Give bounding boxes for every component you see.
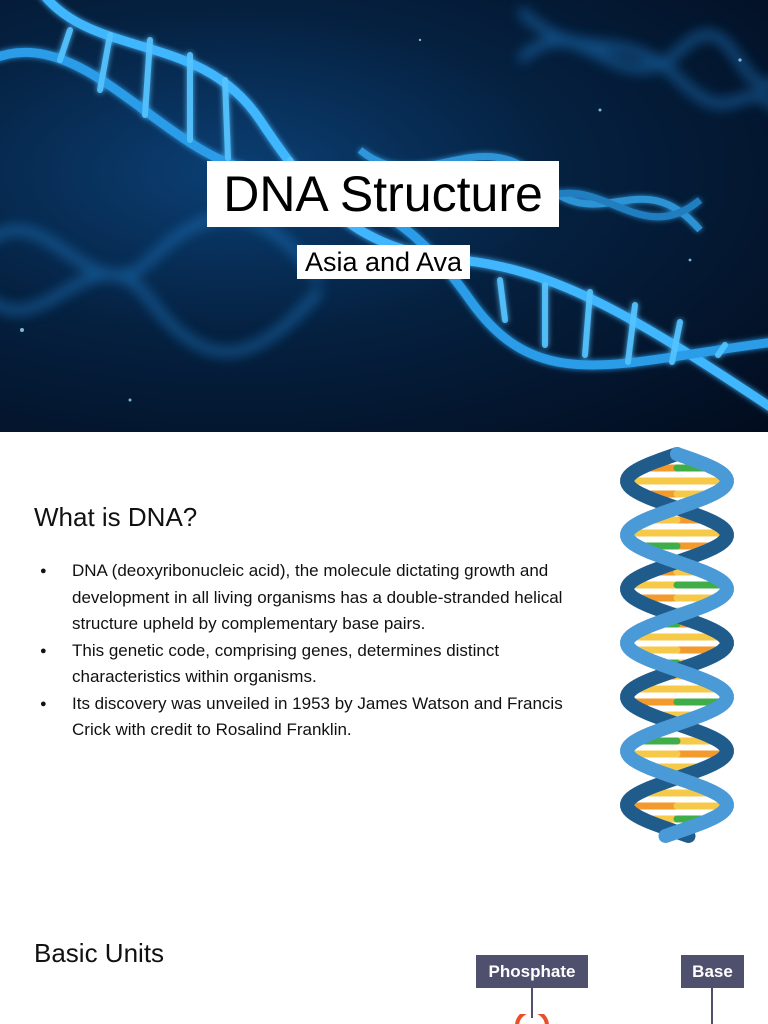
- slide-heading: What is DNA?: [34, 502, 198, 532]
- what-is-dna-slide: What is DNA? DNA (deoxyribonucleic acid)…: [0, 432, 768, 864]
- slide-heading: Basic Units: [34, 938, 165, 968]
- bullet-item: Its discovery was unveiled in 1953 by Ja…: [38, 691, 583, 744]
- bullet-item: This genetic code, comprising genes, det…: [38, 638, 583, 691]
- bullet-list: DNA (deoxyribonucleic acid), the molecul…: [38, 558, 583, 744]
- subtitle-box: Asia and Ava: [297, 245, 470, 279]
- phosphate-marker-icon: [515, 1014, 549, 1024]
- slide-title: DNA Structure: [223, 166, 543, 222]
- phosphate-label: Phosphate: [476, 955, 588, 988]
- slide-subtitle: Asia and Ava: [304, 246, 463, 277]
- title-slide: DNA Structure Asia and Ava: [0, 0, 768, 432]
- bullet-item: DNA (deoxyribonucleic acid), the molecul…: [38, 558, 583, 638]
- phosphate-connector: [531, 988, 533, 1018]
- basic-units-slide: Basic Units Phosphate Base: [0, 864, 768, 1024]
- base-label: Base: [681, 955, 744, 988]
- base-connector: [711, 988, 713, 1024]
- title-box: DNA Structure: [207, 161, 559, 227]
- dna-helix-illustration: [620, 447, 734, 843]
